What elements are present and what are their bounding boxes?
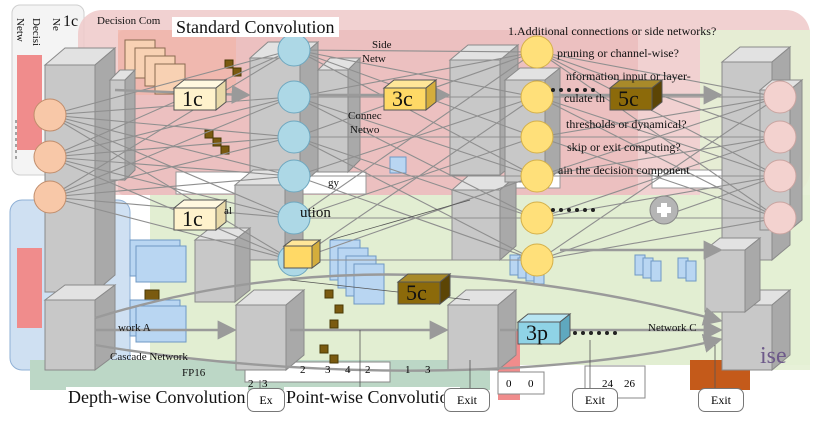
exit-button[interactable]: Exit	[698, 388, 744, 412]
bg-panel-left-pink	[17, 55, 42, 150]
table-cell: 2	[300, 364, 306, 376]
block-tag-5c-top: 5c	[618, 86, 639, 111]
table-cell: 24	[602, 378, 613, 390]
table-cell: 0	[506, 378, 512, 390]
question-5: skip or exit computing?	[567, 140, 681, 154]
question-1: 1.Additional connections or side network…	[508, 24, 717, 38]
hidden-nodes-yellow	[520, 35, 554, 277]
block-tag-1c-top: 1c	[182, 86, 203, 111]
question-2: pruning or channel-wise?	[557, 46, 679, 60]
netwo-label: Netwo	[350, 124, 380, 136]
table-cell: 4	[345, 364, 351, 376]
gy-label: gy	[328, 177, 339, 189]
block-tag-1c-mid: 1c	[182, 206, 203, 231]
bg-panel-table2	[497, 371, 545, 395]
connec-label: Connec	[348, 110, 382, 122]
table-cell: 2	[365, 364, 371, 376]
block-tag-shapes	[172, 78, 664, 346]
block-tag-5c-mid: 5c	[406, 280, 427, 305]
side-label: Side	[372, 39, 392, 51]
network-c-label: Network C	[648, 322, 697, 334]
kernel-stack	[124, 39, 186, 95]
gray-blocks	[43, 40, 804, 372]
question-4: thresholds or dynamical?	[566, 117, 687, 131]
decision-vertical-label: Decisi	[30, 18, 42, 47]
ic-fragment-label: 1c	[63, 13, 79, 30]
table-cell: 3	[325, 364, 331, 376]
work-a-label: work A	[118, 322, 151, 334]
question-3: nformation input or layer-	[566, 69, 691, 83]
ne-vertical-label: Ne	[50, 18, 62, 31]
exit-button[interactable]: Exit	[572, 388, 618, 412]
dotted-ellipsis	[551, 88, 617, 335]
network-vertical-label: Netw	[14, 18, 26, 42]
table-cell: 2	[248, 378, 254, 390]
table-cell: 0	[528, 378, 534, 390]
table-cell: 3	[425, 364, 431, 376]
cascade-network-label: Cascade Network	[110, 351, 188, 363]
ution-label: ution	[300, 205, 331, 221]
exit-button[interactable]: Ex	[247, 388, 285, 412]
table-cell: 1	[405, 364, 411, 376]
decision-comp-label: Decision Com	[97, 15, 161, 27]
block-tag-3p: 3p	[526, 320, 548, 345]
connection-lines	[49, 46, 781, 266]
fp16-label: FP16	[182, 367, 206, 379]
table-cell: 3	[262, 378, 268, 390]
exit-button[interactable]: Exit	[444, 388, 490, 412]
plus-circle-icon	[649, 195, 679, 225]
point-wise-convolution-title: Point-wise Convolution	[284, 387, 460, 407]
input-nodes	[33, 98, 67, 214]
depth-wise-convolution-title: Depth-wise Convolution	[66, 387, 248, 407]
ise-label: ise	[760, 343, 787, 369]
question-3b: culate th	[564, 91, 605, 105]
question-6: ain the decision component	[558, 163, 690, 177]
netw-right-label: Netw	[362, 53, 386, 65]
bg-panel-blue-pink	[17, 248, 42, 328]
standard-convolution-title: Standard Convolution	[172, 17, 339, 37]
table-cell: 26	[624, 378, 635, 390]
al-label: al	[224, 205, 232, 217]
output-nodes	[763, 80, 797, 235]
block-tag-3c-top: 3c	[392, 86, 413, 111]
